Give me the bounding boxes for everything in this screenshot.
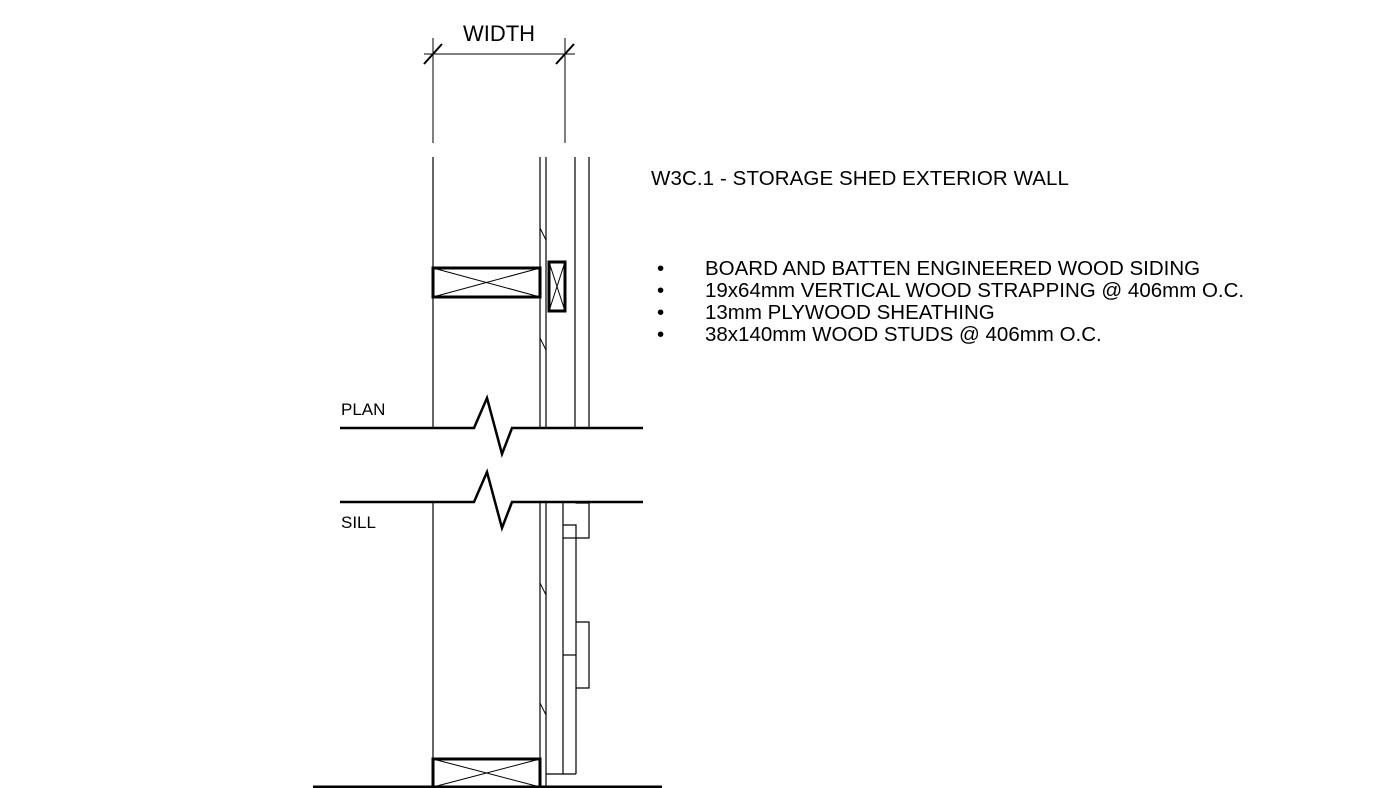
plan-strapping-cross (548, 261, 566, 312)
sill-sheathing-hatch (539, 702, 547, 716)
wall-assembly-title: W3C.1 - STORAGE SHED EXTERIOR WALL (651, 167, 1070, 190)
list-item-text: 13mm PLYWOOD SHEATHING (705, 301, 995, 324)
plan-break-line (340, 394, 643, 459)
sill-break-line (340, 468, 643, 533)
list-item-text: 19x64mm VERTICAL WOOD STRAPPING @ 406mm … (705, 279, 1245, 302)
list-item: • 19x64mm VERTICAL WOOD STRAPPING @ 406m… (651, 280, 1244, 302)
plan-stud (431, 266, 542, 299)
plan-section (340, 157, 643, 459)
tick-left (423, 43, 443, 65)
sill-siding-board (563, 524, 577, 774)
sill-label: SILL (341, 513, 376, 532)
sill-batten-lower (576, 621, 590, 689)
list-item: • 38x140mm WOOD STUDS @ 406mm O.C. (651, 324, 1244, 346)
sill-section (313, 468, 662, 788)
plan-label: PLAN (341, 400, 385, 419)
bullet-icon: • (657, 301, 665, 324)
plan-stud-cross (432, 267, 541, 298)
list-item: • 13mm PLYWOOD SHEATHING (651, 302, 1244, 324)
list-item-text: 38x140mm WOOD STUDS @ 406mm O.C. (705, 323, 1102, 346)
width-label: WIDTH (463, 21, 535, 46)
list-item: • BOARD AND BATTEN ENGINEERED WOOD SIDIN… (651, 258, 1244, 280)
bullet-icon: • (657, 257, 665, 280)
plan-sheathing-hatch (539, 337, 547, 351)
sill-sheathing-hatch (539, 582, 547, 596)
bullet-icon: • (657, 279, 665, 302)
plan-sheathing-hatch (539, 227, 547, 241)
width-dimension (423, 38, 575, 143)
list-item-text: BOARD AND BATTEN ENGINEERED WOOD SIDING (705, 257, 1201, 280)
assembly-layer-list: • BOARD AND BATTEN ENGINEERED WOOD SIDIN… (651, 258, 1244, 346)
tick-right (555, 43, 575, 65)
sill-batten-upper (575, 502, 590, 539)
plan-strapping (547, 260, 567, 313)
bullet-icon: • (657, 323, 665, 346)
sill-plate-cross (432, 758, 541, 788)
